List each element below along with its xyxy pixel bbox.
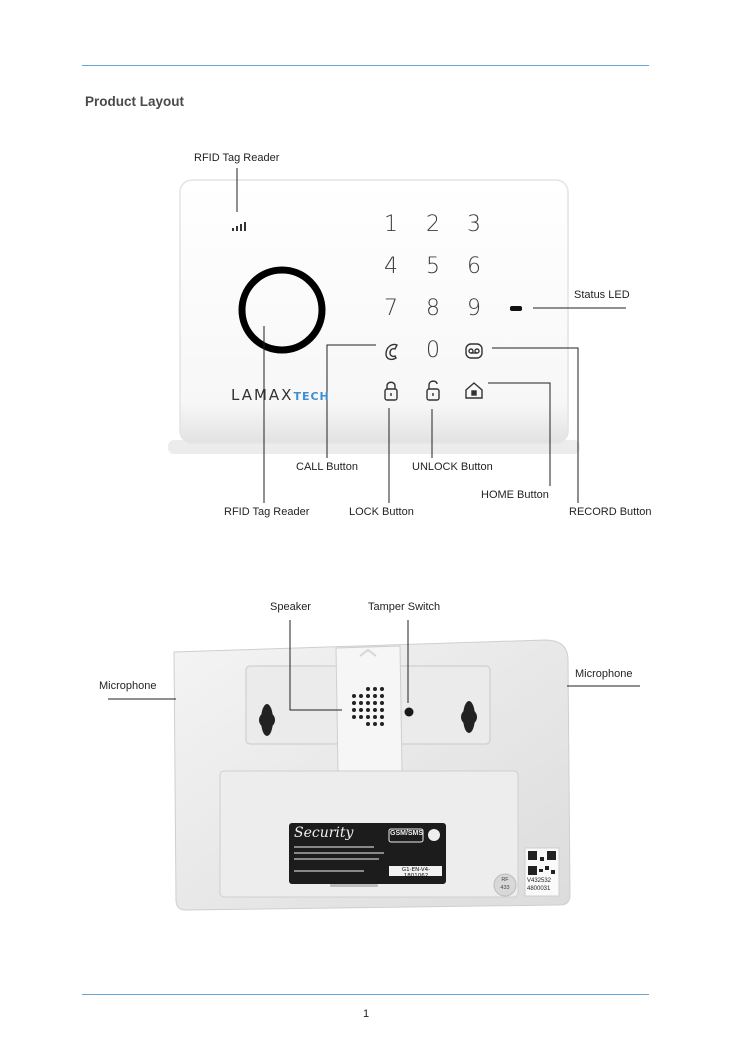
speaker-hole [380, 715, 384, 719]
speaker-hole [373, 687, 377, 691]
sticker-brand: Security [294, 825, 353, 841]
tamper-switch [405, 708, 414, 717]
qr-text-1: V432532 [527, 878, 551, 884]
speaker-hole [366, 708, 370, 712]
speaker-hole [359, 715, 363, 719]
rf-text: RF [495, 877, 515, 883]
speaker-hole [359, 708, 363, 712]
speaker-hole [373, 715, 377, 719]
speaker-hole [380, 694, 384, 698]
speaker-hole [366, 715, 370, 719]
speaker-hole [366, 694, 370, 698]
sticker-badge: GSM/SMS [390, 830, 423, 837]
speaker-hole [359, 694, 363, 698]
speaker-hole [373, 708, 377, 712]
speaker-hole [380, 708, 384, 712]
label-speaker: Speaker [270, 601, 311, 613]
label-tamper-switch: Tamper Switch [368, 601, 440, 613]
speaker-hole [352, 701, 356, 705]
qr-text-2: 4800031 [527, 886, 550, 892]
label-microphone-left: Microphone [99, 680, 156, 692]
label-microphone-right: Microphone [575, 668, 632, 680]
speaker-hole [352, 694, 356, 698]
rf-freq: 433 [495, 885, 515, 891]
speaker-hole [380, 701, 384, 705]
speaker-hole [366, 687, 370, 691]
sticker-serial: G1-EN-V4-1801062 [390, 867, 442, 879]
speaker-hole [373, 701, 377, 705]
speaker-hole [352, 708, 356, 712]
speaker-hole [373, 722, 377, 726]
speaker-hole [359, 701, 363, 705]
speaker-hole [380, 687, 384, 691]
speaker-hole [352, 715, 356, 719]
page-number: 1 [0, 1008, 732, 1020]
speaker-hole [373, 694, 377, 698]
speaker-hole [380, 722, 384, 726]
speaker-hole [366, 701, 370, 705]
speaker-hole [366, 722, 370, 726]
